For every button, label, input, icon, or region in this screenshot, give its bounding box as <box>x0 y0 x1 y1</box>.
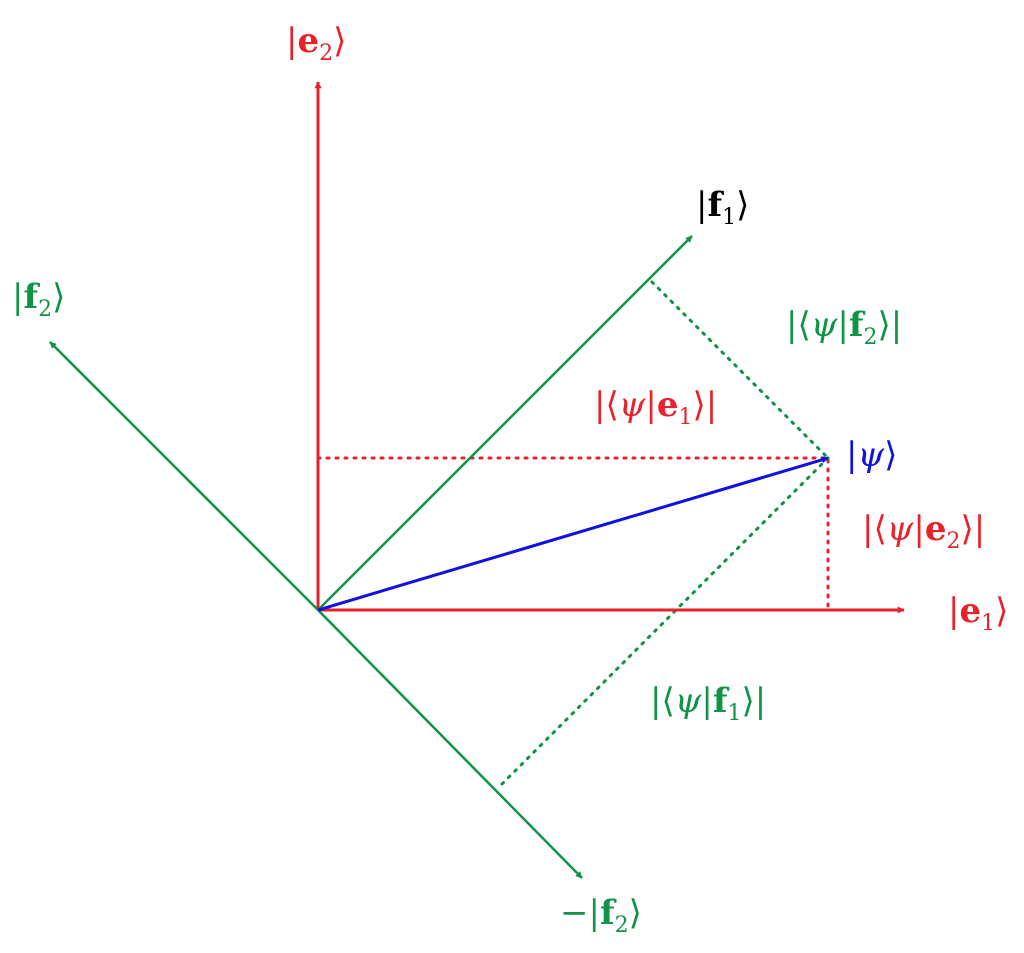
f1-axis-arrow <box>317 235 693 611</box>
label-psi-f2-component: |⟨ψ|f2⟩| <box>786 305 902 350</box>
label-f2: |f2⟩ <box>12 277 65 322</box>
label-psi: |ψ⟩ <box>846 435 897 475</box>
label-psi-e1-component: |⟨ψ|e1⟩| <box>594 385 717 430</box>
f2-axis-arrow <box>49 341 319 611</box>
label-psi-f1-component: |⟨ψ|f1⟩| <box>650 681 766 726</box>
label-e2: |e2⟩ <box>286 21 346 66</box>
label-e1: |e1⟩ <box>948 591 1008 636</box>
psi-vector-arrow <box>317 456 829 612</box>
label-neg-f2: −|f2⟩ <box>560 893 642 938</box>
neg-f2-axis-arrow <box>317 609 583 879</box>
projection-f1-dotted-line <box>650 280 830 460</box>
label-f1: |f1⟩ <box>696 185 749 230</box>
label-psi-e2-component: |⟨ψ|e2⟩| <box>862 509 985 554</box>
